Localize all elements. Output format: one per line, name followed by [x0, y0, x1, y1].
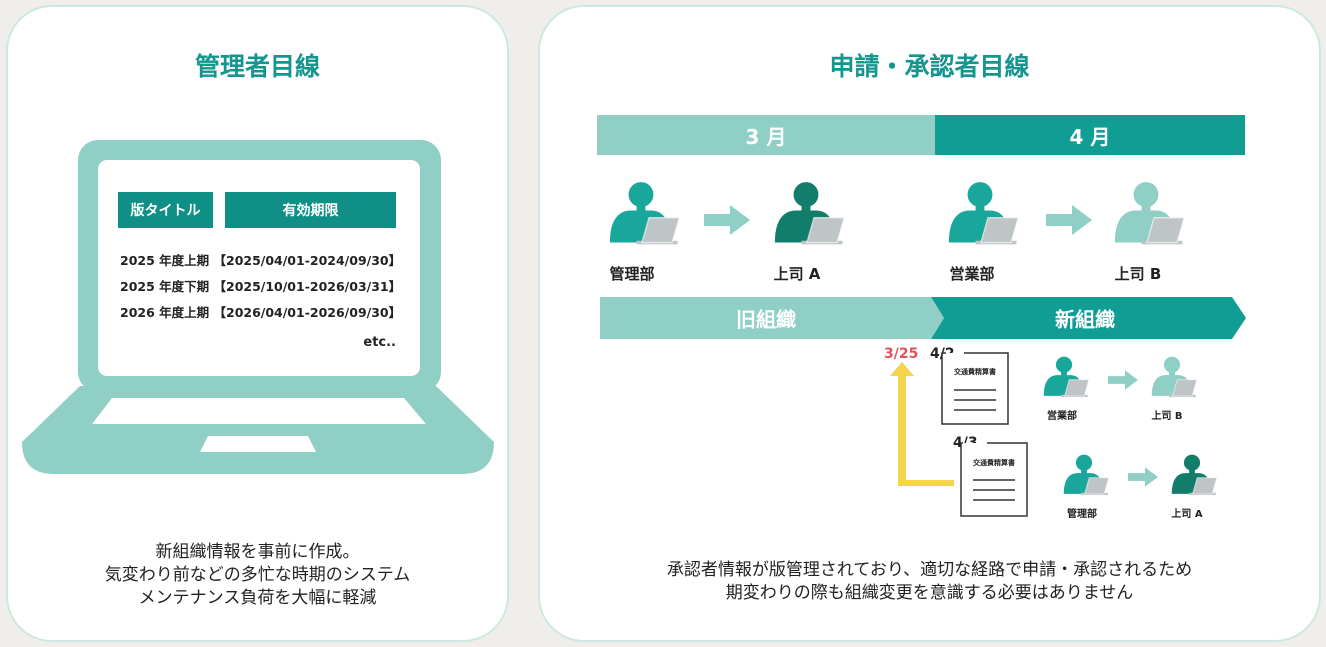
person-sales-dept-icon	[1038, 352, 1090, 404]
person-label-boss-a: 上司 A	[773, 265, 821, 283]
arrow-right-icon	[1046, 205, 1092, 235]
applicant-caption-line-1: 承認者情報が版管理されており、適切な経路で申請・承認されるため	[666, 560, 1193, 580]
admin-caption-line-1: 新組織情報を事前に作成。	[155, 542, 360, 562]
admin-view-title: 管理者目線	[194, 52, 320, 81]
submitted-date: 3/25	[884, 346, 919, 362]
person-sales-dept-icon	[936, 175, 1024, 255]
person-boss-b-icon	[1102, 175, 1190, 255]
version-row: 2025 年度上期 【2025/04/01-2024/09/30】	[120, 253, 402, 268]
yellow-up-arrow-icon	[890, 362, 954, 486]
arrow-right-icon	[1108, 370, 1138, 390]
person-label-admin-dept: 管理部	[1067, 509, 1097, 520]
admin-caption-line-3: メンテナンス負荷を大幅に軽減	[138, 588, 377, 608]
applicant-view-title: 申請・承認者目線	[829, 52, 1030, 81]
person-label-sales-dept: 営業部	[1047, 411, 1077, 422]
laptop-base-icon	[22, 386, 494, 474]
expense-report-document-icon	[941, 352, 1009, 425]
admin-view-caption: 新組織情報を事前に作成。 気変わり前などの多忙な時期のシステム メンテナンス負荷…	[8, 541, 507, 610]
version-row: 2026 年度上期 【2026/04/01-2026/09/30】	[120, 305, 402, 320]
month-april-bar: 4 月	[935, 115, 1245, 155]
new-organization-label: 新組織	[1055, 307, 1115, 332]
admin-caption-line-2: 気変わり前などの多忙な時期のシステム	[104, 565, 411, 585]
person-label-boss-b: 上司 B	[1151, 411, 1183, 422]
person-label-boss-b: 上司 B	[1114, 265, 1162, 283]
arrow-right-icon	[704, 205, 750, 235]
organization-timeline	[600, 297, 1246, 339]
version-row: 2025 年度下期 【2025/10/01-2026/03/31】	[120, 279, 402, 294]
person-admin-dept-icon	[1058, 450, 1110, 502]
arrow-right-icon	[1128, 467, 1158, 487]
person-boss-b-icon	[1146, 352, 1198, 404]
document-title: 交通費精算書	[954, 368, 996, 376]
valid-period-header: 有効期限	[225, 192, 396, 228]
person-label-boss-a: 上司 A	[1171, 509, 1203, 520]
old-organization-label: 旧組織	[736, 307, 796, 332]
applicant-view-caption: 承認者情報が版管理されており、適切な経路で申請・承認されるため 期変わりの際も組…	[540, 559, 1319, 605]
month-march-bar: 3 月	[597, 115, 935, 155]
person-boss-a-icon	[1166, 450, 1218, 502]
person-label-admin-dept: 管理部	[609, 265, 655, 283]
person-admin-dept-icon	[597, 175, 685, 255]
document-title: 交通費精算書	[973, 459, 1015, 467]
version-more: etc..	[363, 335, 396, 350]
person-label-sales-dept: 営業部	[949, 265, 995, 283]
expense-report-document-icon	[960, 442, 1028, 517]
version-title-header: 版タイトル	[118, 192, 213, 228]
applicant-caption-line-2: 期変わりの際も組織変更を意識する必要はありません	[725, 583, 1134, 603]
person-boss-a-icon	[762, 175, 850, 255]
